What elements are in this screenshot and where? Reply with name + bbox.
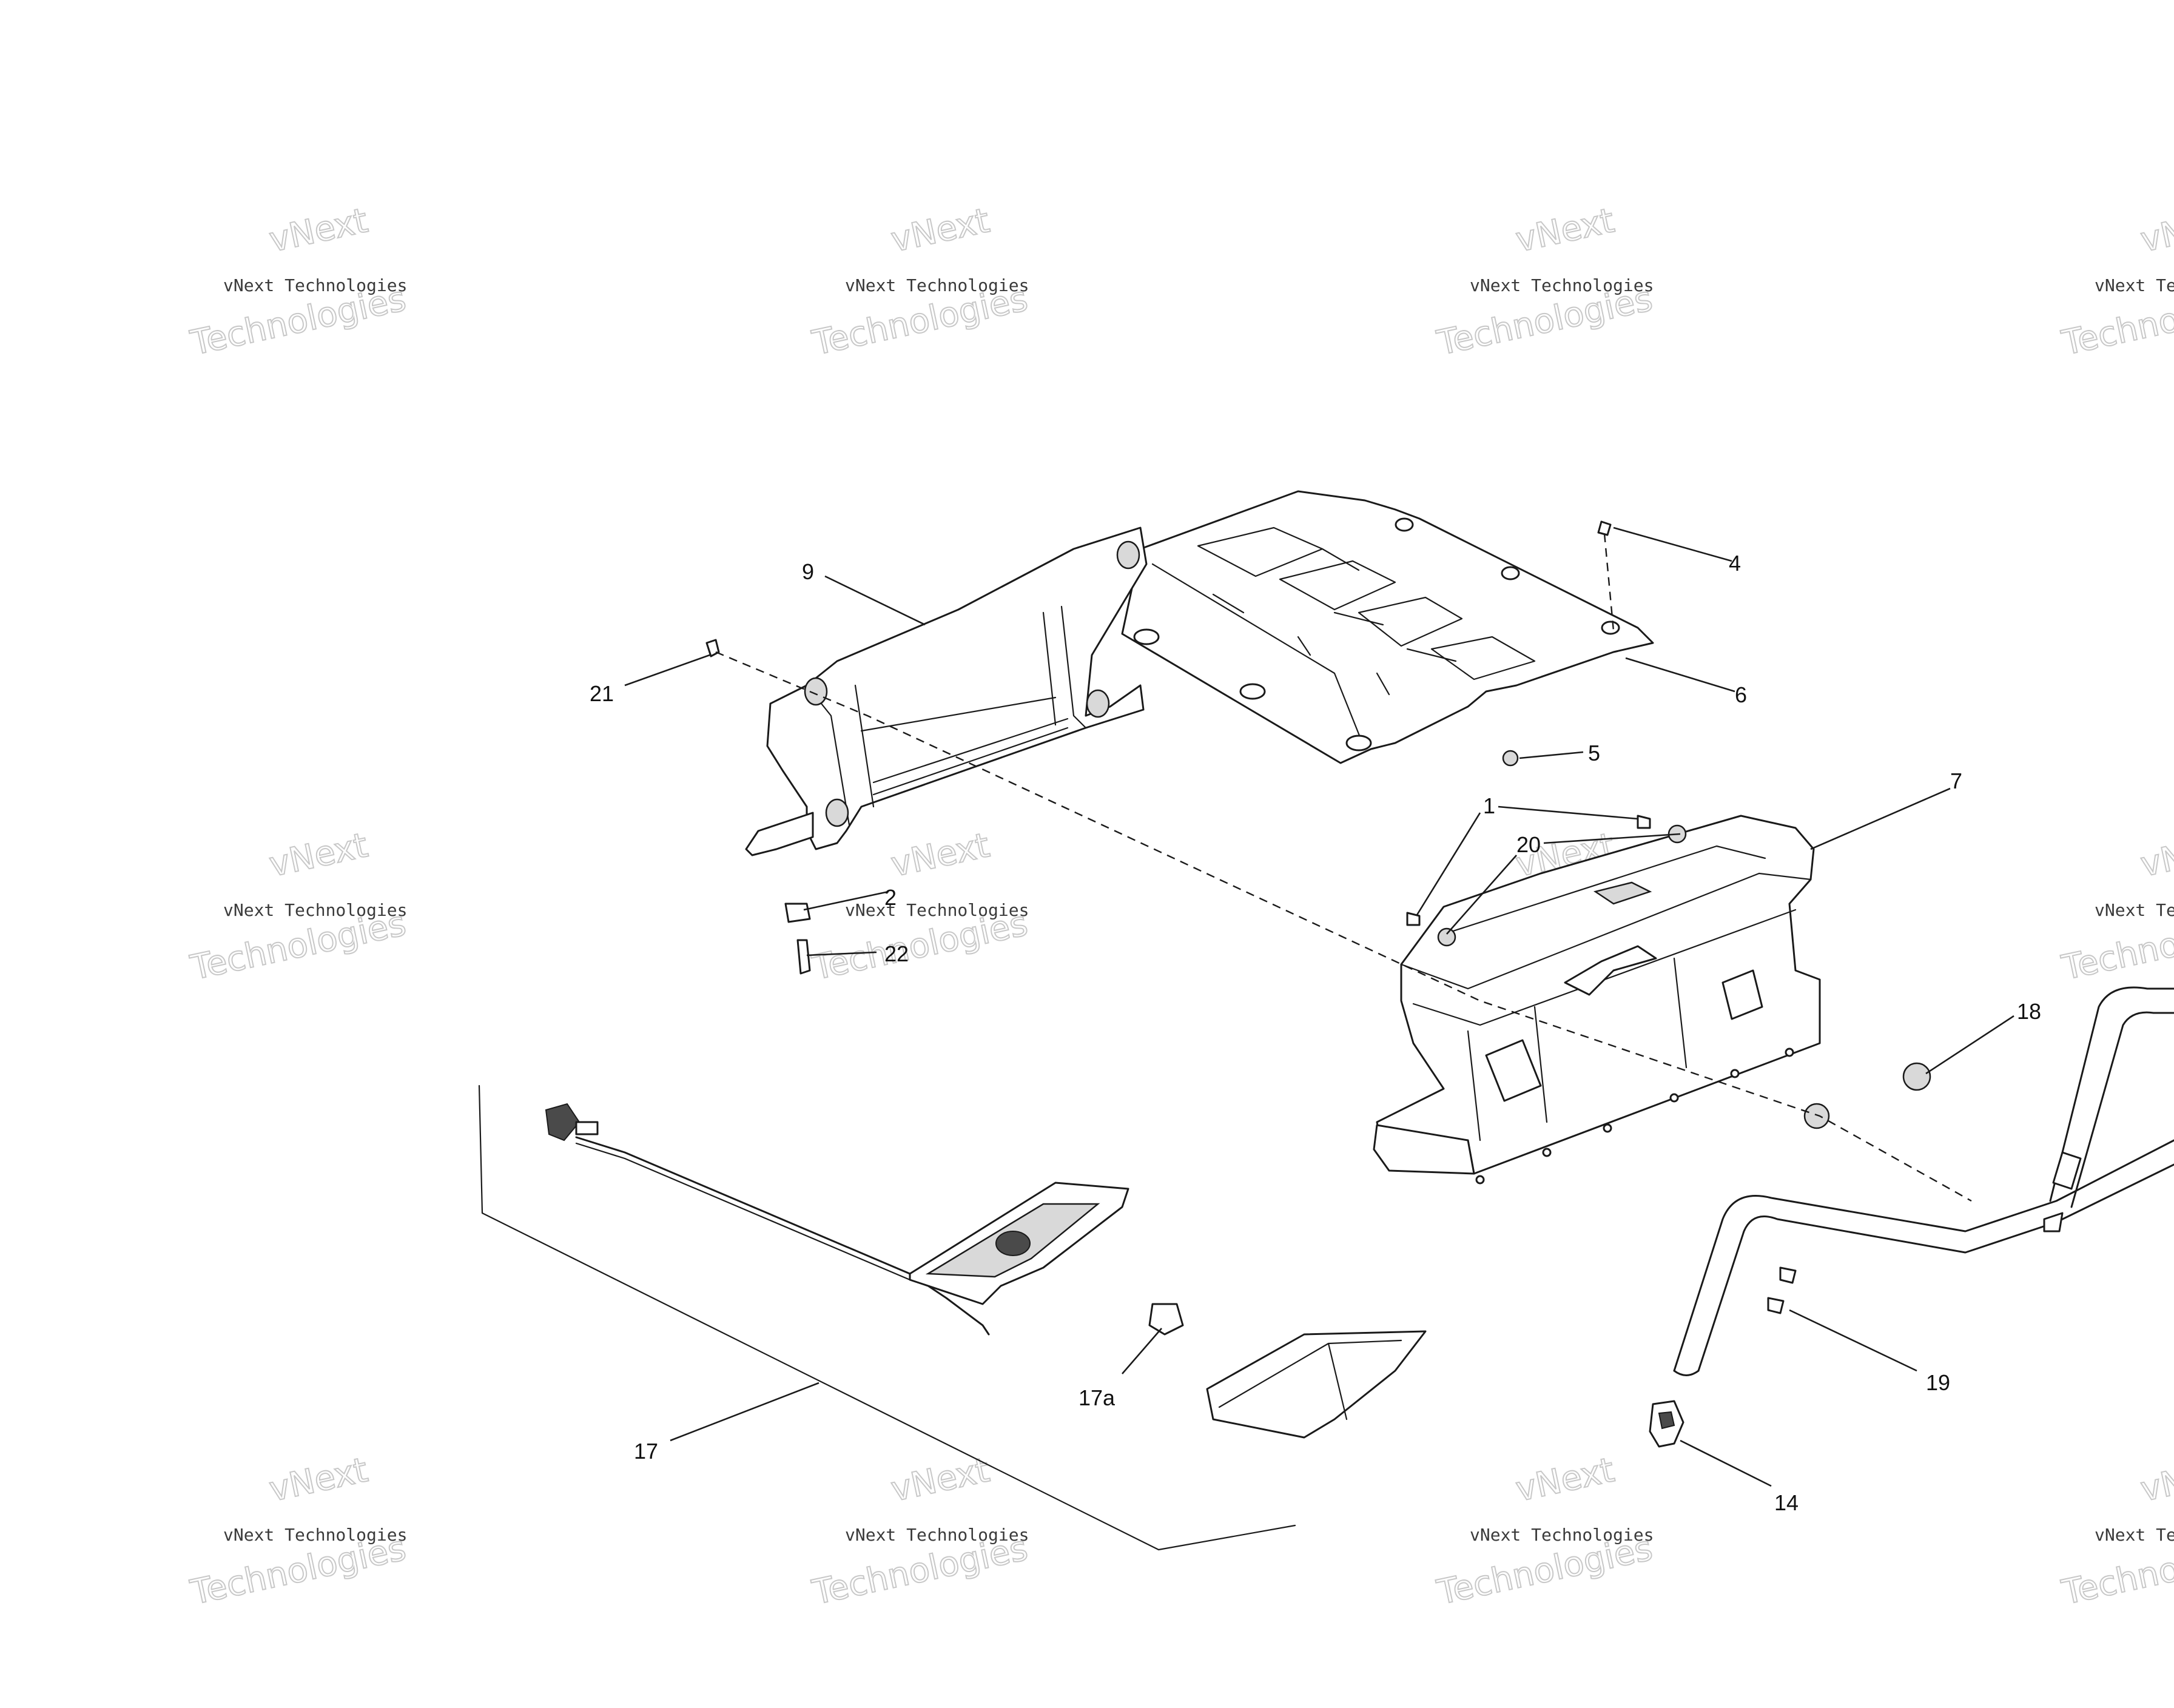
part-22-pin: [796, 939, 811, 975]
watermark-line2: vNext Technologies: [845, 275, 1029, 295]
part-7-rear-support: [1373, 815, 1821, 1185]
watermark-line2: vNext Technologies: [2095, 275, 2174, 295]
callout-2: 2: [884, 885, 897, 910]
panel-tab: [1345, 735, 1372, 751]
part-4-screw: [1597, 520, 1612, 536]
watermark-line1: vNext: [887, 201, 993, 260]
watermark-line2: vNext Technologies: [845, 900, 1029, 920]
callout-21: 21: [590, 681, 614, 706]
lens-center: [995, 1231, 1031, 1256]
grommet: [1116, 540, 1140, 570]
panel-tab: [1601, 620, 1620, 635]
callout-22: 22: [884, 941, 909, 966]
bolt-hole: [1475, 1175, 1485, 1185]
part-5-nut: [1502, 750, 1519, 767]
panel-tab: [1239, 683, 1266, 700]
watermark-line1: vNext: [1512, 1450, 1618, 1510]
part-6-top-panel: [1121, 490, 1654, 764]
part-18-grommet: [1803, 1103, 1830, 1129]
watermark-line2: vNext Technologies: [223, 275, 407, 295]
watermark-grid: vNext vNext Technologies Technologies vN…: [186, 200, 2174, 1613]
watermark-tile: vNext vNext Technologies Technologies: [1433, 1450, 1656, 1613]
panel-tab: [1133, 628, 1160, 645]
watermark-line2: vNext Technologies: [223, 900, 407, 920]
panel-tab: [1395, 517, 1414, 532]
part-19-screw: [1779, 1266, 1797, 1284]
callout-14: 14: [1774, 1490, 1799, 1515]
part-20-washer: [1437, 927, 1456, 947]
bolt-hole: [1603, 1123, 1612, 1133]
callout-18: 18: [2017, 999, 2041, 1024]
grommet: [825, 798, 849, 827]
bolt-hole: [1669, 1093, 1679, 1103]
part-19-screw: [1767, 1297, 1785, 1314]
watermark-line1: vNext: [2137, 825, 2174, 885]
callout-4: 4: [1729, 551, 1741, 576]
watermark-line1: vNext: [2137, 1450, 2174, 1510]
alignment-lines: [715, 533, 1972, 1202]
grommet: [1086, 689, 1110, 718]
callout-6: 6: [1735, 682, 1747, 707]
watermark-tile: vNext vNext Technologies Technologies: [808, 1450, 1031, 1613]
watermark-tile: vNext vNext Technologies Technologies: [2058, 825, 2174, 989]
bolt-hole: [1542, 1148, 1552, 1157]
part-17-light-assembly: [478, 1084, 1427, 1551]
watermark-line2: vNext Technologies: [1470, 1525, 1654, 1545]
callout-5: 5: [1588, 741, 1600, 765]
watermark-line1: vNext: [887, 825, 993, 885]
callout-7: 7: [1950, 768, 1962, 793]
callout-leaders: [624, 526, 2014, 1487]
callout-17a: 17a: [1079, 1385, 1116, 1410]
watermark-line1: vNext: [266, 1450, 371, 1510]
part-9-bracket-frame: [745, 526, 1148, 856]
part-1-bolt: [1637, 815, 1651, 829]
callout-20: 20: [1516, 832, 1541, 857]
callout-1: 1: [1483, 793, 1495, 818]
part-2-clip: [784, 903, 811, 923]
watermark-line2: vNext Technologies: [845, 1525, 1029, 1545]
watermark-tile: vNext vNext Technologies Technologies: [808, 200, 1031, 364]
watermark-line1: vNext: [266, 201, 371, 260]
part-21-screw: [705, 639, 720, 657]
watermark-line2: vNext Technologies: [2095, 1525, 2174, 1545]
watermark-line2: vNext Technologies: [1470, 275, 1654, 295]
hardware: [705, 520, 1931, 1448]
panel-tab: [1501, 566, 1520, 580]
callout-9: 9: [802, 559, 814, 584]
callout-19: 19: [1926, 1370, 1950, 1395]
watermark-tile: vNext vNext Technologies Technologies: [808, 825, 1031, 989]
watermark-tile: vNext vNext Technologies Technologies: [2058, 200, 2174, 364]
callout-labels: 1 4 5 6 7 9 14 17 17a 18 19 20 21 22 2: [590, 551, 2041, 1515]
tubular-frame: [1673, 986, 2174, 1376]
watermark-line2: vNext Technologies: [2095, 900, 2174, 920]
watermark-tile: vNext vNext Technologies Technologies: [186, 200, 409, 364]
callout-17: 17: [634, 1439, 658, 1464]
watermark-line1: vNext: [266, 825, 371, 885]
bolt-hole: [1785, 1047, 1794, 1057]
watermark-line1: vNext: [1512, 201, 1618, 260]
part-17a-rivet: [1148, 1303, 1184, 1336]
watermark-tile: vNext vNext Technologies Technologies: [186, 825, 409, 989]
watermark-line2: vNext Technologies: [223, 1525, 407, 1545]
part-18-grommet: [1902, 1062, 1931, 1091]
watermark-line1: vNext: [2137, 201, 2174, 260]
bolt-hole: [1730, 1069, 1740, 1078]
grommet: [804, 677, 828, 706]
watermark-tile: vNext vNext Technologies Technologies: [1433, 200, 1656, 364]
watermark-tile: vNext vNext Technologies Technologies: [186, 1450, 409, 1613]
watermark-tile: vNext vNext Technologies Technologies: [2058, 1450, 2174, 1613]
